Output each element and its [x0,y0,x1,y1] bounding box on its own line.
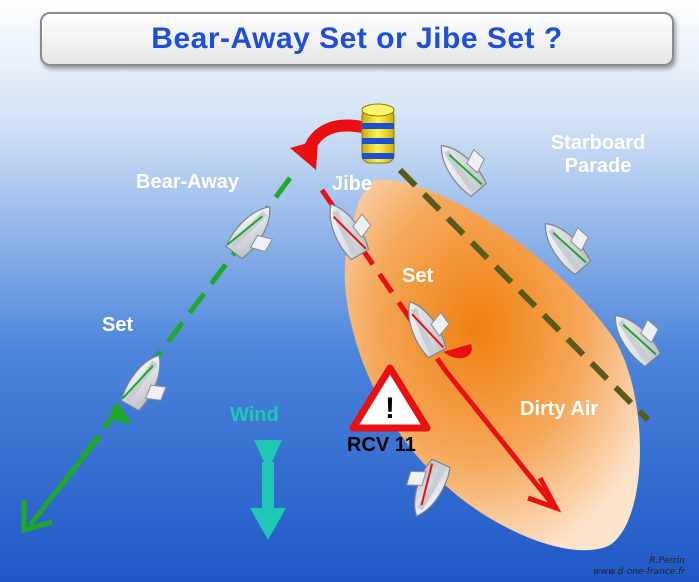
rcv-rule-label: RCV 11 [347,434,416,456]
boat-starboard-2 [536,208,601,276]
jibe-label: Jibe [332,173,373,195]
page-title: Bear-Away Set or Jibe Set ? [151,22,563,55]
set-label-center: Set [402,265,434,287]
credit-author: R.Perrin [649,556,685,566]
bear-away-label: Bear-Away [136,171,240,193]
title-bar: Bear-Away Set or Jibe Set ? [40,12,674,66]
boat-jibe-1 [320,192,381,260]
starboard-parade-label: Starboard Parade [538,132,658,178]
dirty-air-zone [344,179,640,551]
mark-buoy [361,103,395,164]
boat-starboard-1 [432,130,497,198]
bear-away-arrowhead [21,500,53,534]
boat-starboard-3 [606,300,671,368]
jibe-arrow-shaft [443,368,555,507]
wind-label: Wind [230,404,279,426]
credit-site: www.d-one-france.fr [593,567,685,577]
dirty-air-label: Dirty Air [520,398,599,420]
warning-triangle-icon: ! [349,364,431,432]
jibe-arrowhead [527,476,562,513]
starboard-parade-line2: Parade [564,155,632,177]
boat-lower-red [395,453,453,521]
set-label-left: Set [102,314,134,336]
rounding-arrowhead [290,140,318,170]
warning-exclamation: ! [385,392,395,425]
starboard-parade-path [397,167,651,423]
boat-bear-away-1 [224,199,288,267]
starboard-parade-line1: Starboard [550,132,646,154]
boat-bear-away-set [111,348,180,424]
boat-jibe-set [399,286,472,374]
bear-away-arrow-shaft [28,434,102,527]
credit: R.Perrin www.d-one-france.fr [593,556,685,578]
wind-arrow-icon [250,440,286,540]
